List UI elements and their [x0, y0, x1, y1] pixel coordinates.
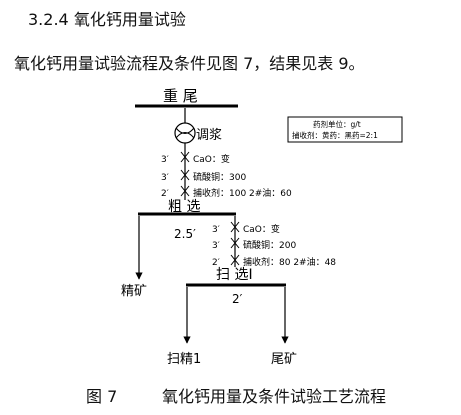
- scavenger-reagent-2: 3′ 硫酸铜：200: [212, 237, 296, 251]
- svg-text:3′: 3′: [161, 155, 169, 165]
- svg-text:2′: 2′: [212, 258, 220, 268]
- rougher-reagent-1: 3′ CaO：变: [161, 151, 230, 165]
- tailings-label: 尾矿: [271, 352, 297, 367]
- intro-paragraph: 氧化钙用量试验流程及条件见图 7，结果见表 9。: [14, 54, 365, 73]
- scavenger-reagent-3: 2′ 捕收剂：80 2#油：48: [212, 254, 336, 268]
- legend-line-2: 捕收剂：黄药：黑药=2:1: [292, 130, 378, 140]
- svg-text:CaO：变: CaO：变: [243, 223, 280, 235]
- svg-text:3′: 3′: [161, 173, 169, 183]
- legend-line-1: 药剂单位：g/t: [313, 119, 361, 129]
- svg-text:CaO：变: CaO：变: [193, 153, 230, 165]
- feed-label: 重 尾: [163, 87, 198, 105]
- scavenger-label: 扫 选Ⅰ: [216, 267, 253, 283]
- svg-text:2′: 2′: [161, 189, 169, 199]
- conditioning-label: 调浆: [196, 128, 222, 143]
- rougher-time: 2.5′: [174, 227, 196, 241]
- svg-text:硫酸铜：200: 硫酸铜：200: [243, 239, 296, 251]
- svg-text:捕收剂：80 2#油：48: 捕收剂：80 2#油：48: [243, 256, 336, 268]
- section-number: 3.2.4: [28, 10, 69, 29]
- section-heading: 3.2.4 氧化钙用量试验: [28, 6, 186, 30]
- scavenger-concentrate-label: 扫精1: [167, 352, 201, 367]
- conditioning-tank-icon: [174, 122, 196, 144]
- svg-text:硫酸铜：300: 硫酸铜：300: [193, 171, 246, 183]
- section-title: 氧化钙用量试验: [73, 10, 186, 29]
- scavenger-reagent-1: 3′ CaO：变: [212, 221, 280, 235]
- scavenger-time: 2′: [232, 292, 243, 306]
- reagent-legend-box: 药剂单位：g/t 捕收剂：黄药：黑药=2:1: [287, 116, 403, 143]
- svg-text:3′: 3′: [212, 225, 220, 235]
- figure-number: 图 7: [86, 387, 118, 406]
- rougher-label: 粗 选: [168, 199, 200, 215]
- rougher-reagent-2: 3′ 硫酸铜：300: [161, 169, 246, 183]
- rougher-concentrate-label: 精矿: [121, 284, 147, 299]
- rougher-reagent-3: 2′ 捕收剂：100 2#油：60: [161, 185, 292, 199]
- svg-text:3′: 3′: [212, 241, 220, 251]
- figure-title: 氧化钙用量及条件试验工艺流程: [162, 387, 387, 406]
- svg-text:捕收剂：100 2#油：60: 捕收剂：100 2#油：60: [193, 187, 292, 199]
